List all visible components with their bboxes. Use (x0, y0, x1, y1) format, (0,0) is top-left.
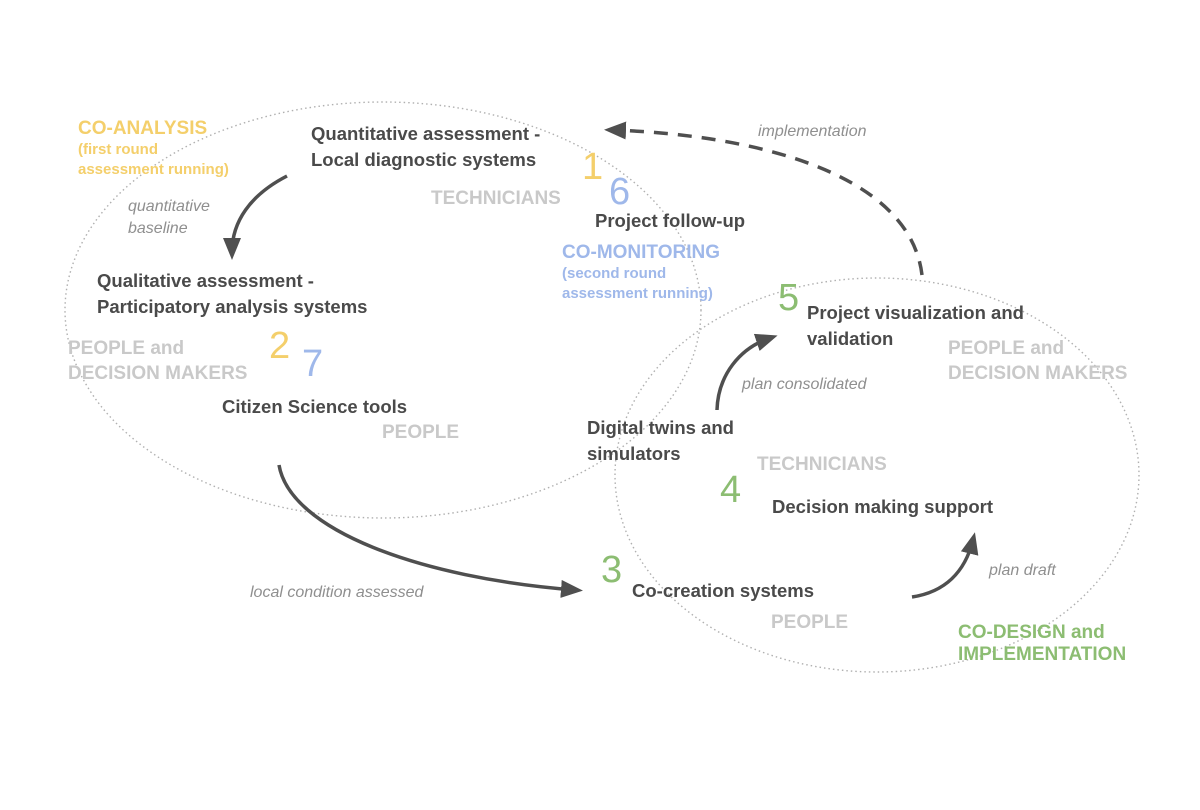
step-number-6: 6 (609, 171, 631, 213)
phase-co-monitoring-subtitle-1: (second round (562, 265, 667, 282)
actor-technicians-top: TECHNICIANS (431, 188, 561, 209)
node-qualitative-line-2: Participatory analysis systems (97, 296, 368, 317)
design-implementation-ellipse (614, 277, 1140, 673)
actor-people-dm-right-line-2: DECISION MAKERS (948, 363, 1128, 384)
arrow-quantitative-to-qualitative (223, 174, 288, 260)
step-number-7: 7 (302, 343, 324, 385)
node-digital-twins-line-1: Digital twins and (587, 417, 734, 438)
node-decision-support: Decision making support (772, 496, 994, 517)
node-project-follow-up: Project follow-up (595, 210, 746, 231)
phase-co-monitoring-subtitle-2: assessment running) (562, 285, 713, 302)
phase-co-analysis-title: CO-ANALYSIS (78, 118, 208, 139)
flow-implementation: implementation (758, 123, 867, 140)
node-digital-twins: Digital twins and simulators (587, 415, 734, 467)
arrow-implementation-dashed (604, 121, 924, 276)
actor-people-dm-right-line-1: PEOPLE and (948, 338, 1065, 359)
node-quantitative-line-2: Local diagnostic systems (311, 149, 537, 170)
actor-technicians-right: TECHNICIANS (757, 454, 887, 475)
node-visualization-line-1: Project visualization and (807, 302, 1024, 323)
step-number-4: 4 (720, 469, 742, 511)
actor-people-dm-left-line-1: PEOPLE and (68, 338, 185, 359)
flow-local-condition-assessed: local condition assessed (250, 584, 424, 601)
arrow-digital-twins-to-visualization (715, 333, 778, 411)
step-number-5: 5 (778, 277, 800, 319)
phase-co-analysis-subtitle-1: (first round (78, 141, 158, 158)
actor-people-decision-makers-left: PEOPLE and DECISION MAKERS (68, 336, 247, 386)
actor-people-left: PEOPLE (382, 422, 460, 443)
flow-plan-consolidated: plan consolidated (742, 376, 867, 393)
node-visualization-line-2: validation (807, 328, 894, 349)
flow-quantitative-baseline-line-2: baseline (128, 220, 188, 237)
phase-co-design: CO-DESIGN and IMPLEMENTATION (958, 622, 1126, 666)
actor-people-dm-left-line-2: DECISION MAKERS (68, 363, 248, 384)
node-citizen-science: Citizen Science tools (222, 396, 408, 417)
node-qualitative-assessment: Qualitative assessment - Participatory a… (97, 268, 367, 320)
arrow-cocreation-to-decision (911, 532, 979, 599)
flow-quantitative-baseline-line-1: quantitative (128, 198, 210, 215)
node-digital-twins-line-2: simulators (587, 443, 681, 464)
phase-co-design-line-2: IMPLEMENTATION (958, 644, 1127, 665)
analysis-monitoring-ellipse (64, 101, 702, 519)
actor-people-decision-makers-right: PEOPLE and DECISION MAKERS (948, 336, 1127, 386)
step-number-1: 1 (582, 146, 604, 188)
arrow-citizen-to-cocreation (277, 464, 583, 598)
phase-co-analysis-subtitle-2: assessment running) (78, 161, 229, 178)
phase-co-design-line-1: CO-DESIGN and (958, 622, 1105, 643)
node-co-creation: Co-creation systems (632, 580, 814, 601)
node-quantitative-assessment: Quantitative assessment - Local diagnost… (311, 121, 540, 173)
step-number-3: 3 (601, 549, 623, 591)
phase-co-monitoring: CO-MONITORING (second round assessment r… (562, 242, 720, 304)
node-quantitative-line-1: Quantitative assessment - (311, 123, 541, 144)
step-number-2: 2 (269, 325, 291, 367)
phase-co-analysis: CO-ANALYSIS (first round assessment runn… (78, 118, 229, 180)
flow-quantitative-baseline: quantitative baseline (128, 196, 210, 240)
flow-plan-draft: plan draft (989, 562, 1056, 579)
node-project-visualization: Project visualization and validation (807, 300, 1024, 352)
node-qualitative-line-1: Qualitative assessment - (97, 270, 314, 291)
actor-people-right: PEOPLE (771, 612, 849, 633)
phase-co-monitoring-title: CO-MONITORING (562, 242, 720, 263)
